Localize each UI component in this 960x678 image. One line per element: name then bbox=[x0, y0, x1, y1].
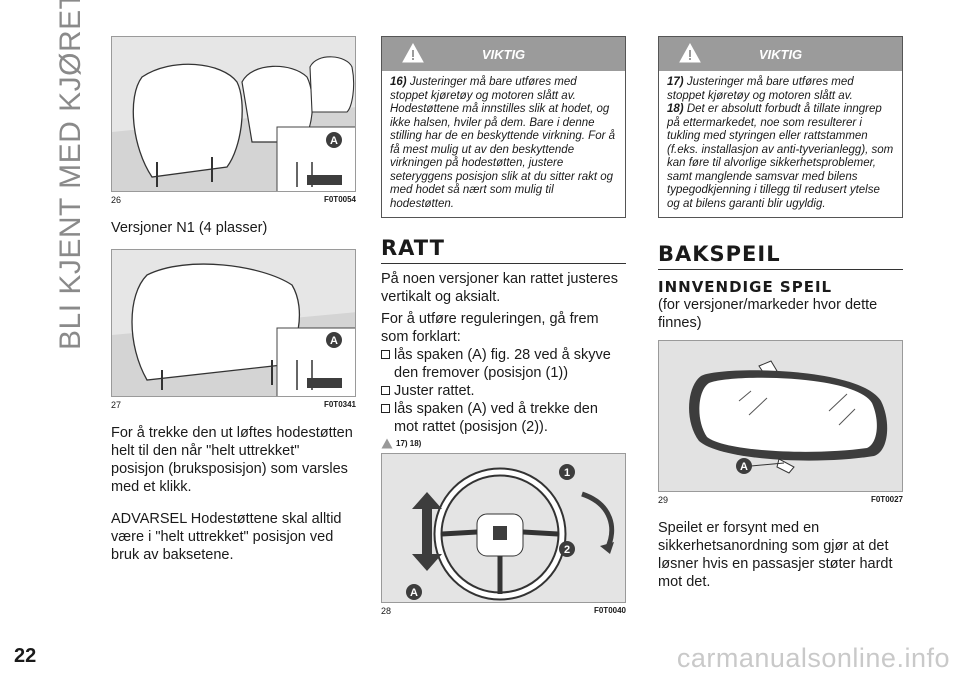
figure-29-mirror: A bbox=[658, 340, 903, 492]
marker-1: 1 bbox=[564, 467, 570, 479]
warning-triangle-icon bbox=[679, 43, 701, 63]
figure-26-headrest: A bbox=[111, 36, 356, 192]
headrest-extend-paragraph: For å trekke den ut løftes hodestøtten h… bbox=[111, 425, 353, 495]
headrest-warning-paragraph: ADVARSEL Hodestøttene skal alltid være i… bbox=[111, 511, 342, 563]
marker-a: A bbox=[410, 587, 418, 599]
warning-box-17-18: VIKTIG 17) Justeringer må bare utføres m… bbox=[658, 36, 903, 218]
warning-refs: 17) 18) bbox=[381, 438, 626, 449]
list-item: Juster rattet. bbox=[381, 382, 626, 400]
warning-text: 17) Justeringer må bare utføres med stop… bbox=[667, 76, 894, 210]
column-3: VIKTIG 17) Justeringer må bare utføres m… bbox=[658, 36, 903, 591]
warning-triangle-icon bbox=[402, 43, 424, 63]
marker-2: 2 bbox=[564, 544, 570, 556]
steering-intro-2: For å utføre reguleringen, gå frem som f… bbox=[381, 311, 599, 345]
warning-triangle-icon bbox=[381, 438, 393, 449]
steering-intro-1: På noen versjoner kan rattet justeres ve… bbox=[381, 271, 618, 305]
section-side-title: BLI KJENT MED KJØRETØYET bbox=[54, 0, 87, 350]
column-2: VIKTIG 16) Justeringer må bare utføres m… bbox=[381, 36, 626, 616]
heading-bakspeil: BAKSPEIL bbox=[658, 242, 903, 270]
page-number: 22 bbox=[14, 645, 37, 667]
caption-versions-n1: Versjoner N1 (4 plasser) bbox=[111, 220, 268, 236]
list-item: lås spaken (A) ved å trekke den mot ratt… bbox=[381, 400, 626, 436]
checkbox-bullet-icon bbox=[381, 386, 390, 395]
marker-a: A bbox=[330, 135, 338, 147]
mirror-safety-paragraph: Speilet er forsynt med en sikkerhetsanor… bbox=[658, 520, 893, 590]
checkbox-bullet-icon bbox=[381, 404, 390, 413]
figure-27-headrest: A bbox=[111, 249, 356, 397]
mirror-availability-note: (for versjoner/markeder hvor dette finne… bbox=[658, 297, 878, 331]
watermark: carmanualsonline.info bbox=[676, 643, 950, 673]
warning-box-16: VIKTIG 16) Justeringer må bare utføres m… bbox=[381, 36, 626, 218]
warning-header: VIKTIG bbox=[382, 37, 625, 71]
heading-ratt: RATT bbox=[381, 236, 626, 264]
checkbox-bullet-icon bbox=[381, 350, 390, 359]
marker-a: A bbox=[330, 335, 338, 347]
warning-text: 16) Justeringer må bare utføres med stop… bbox=[390, 76, 616, 210]
subheading-innvendige-speil: INNVENDIGE SPEIL bbox=[658, 278, 833, 296]
marker-a: A bbox=[740, 461, 748, 473]
warning-header: VIKTIG bbox=[659, 37, 902, 71]
list-item: lås spaken (A) fig. 28 ved å skyve den f… bbox=[381, 346, 626, 382]
figure-28-steering-wheel: 1 2 A bbox=[381, 453, 626, 603]
